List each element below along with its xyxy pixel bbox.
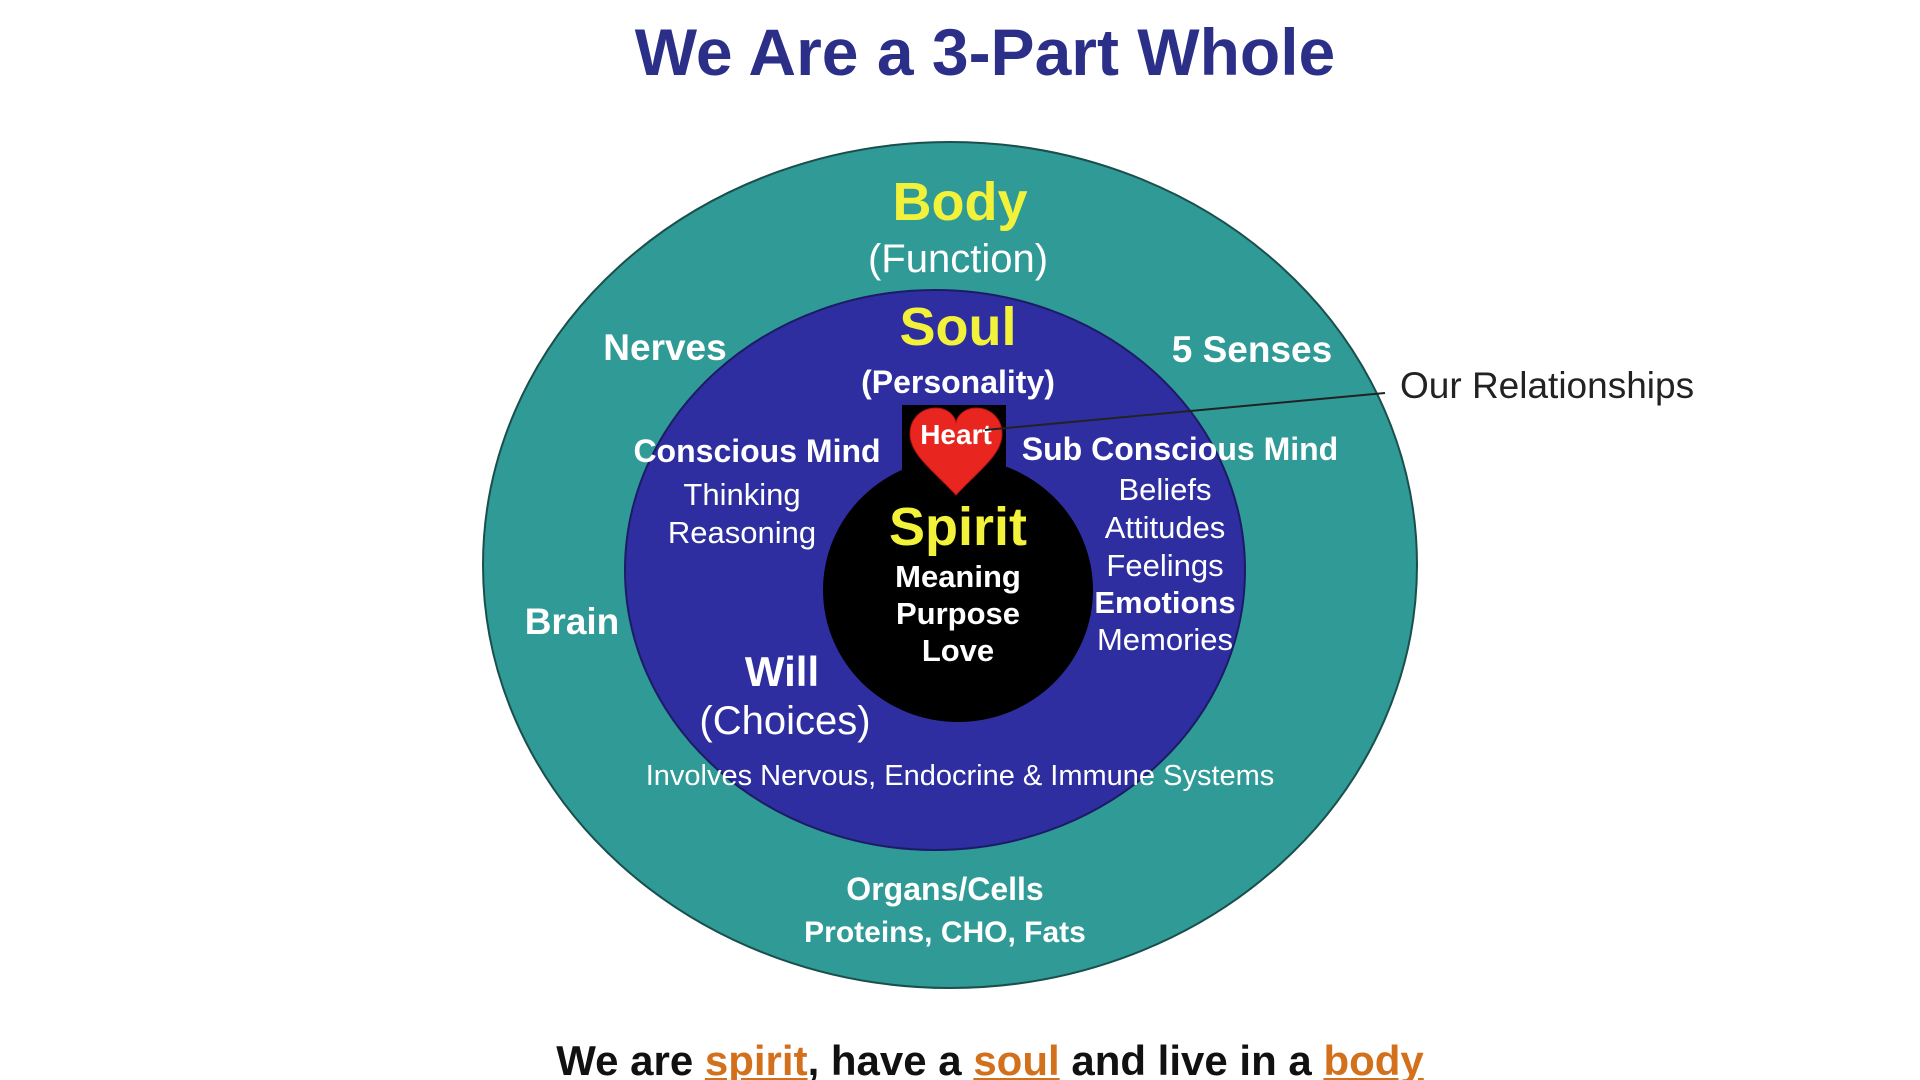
soul-subheading: (Personality) (861, 364, 1055, 400)
footer-text-part: and live in a (1060, 1037, 1324, 1080)
subconscious-mind-item: Memories (1097, 622, 1233, 657)
conscious-mind-heading: Conscious Mind (633, 433, 880, 469)
spirit-link[interactable]: spirit (705, 1037, 808, 1080)
footer-text-part: , have a (808, 1037, 974, 1080)
body-link[interactable]: body (1323, 1037, 1424, 1080)
footer-tagline: We are spirit, have a soul and live in a… (556, 1037, 1424, 1080)
subconscious-mind-item: Feelings (1106, 548, 1223, 583)
body-senses-label: 5 Senses (1172, 329, 1332, 370)
footer-text-part: We are (556, 1037, 705, 1080)
conscious-mind-item: Reasoning (668, 515, 816, 550)
subconscious-mind-item: Emotions (1094, 585, 1235, 620)
body-nerves-label: Nerves (603, 327, 726, 368)
spirit-item: Meaning (895, 559, 1021, 594)
body-nutrients-label: Proteins, CHO, Fats (804, 916, 1086, 949)
systems-label: Involves Nervous, Endocrine & Immune Sys… (646, 760, 1275, 792)
relationship-label: Our Relationships (1400, 365, 1694, 406)
body-heading: Body (893, 172, 1028, 232)
conscious-mind-item: Thinking (683, 477, 800, 512)
will-heading: Will (745, 648, 819, 695)
spirit-item: Love (922, 633, 994, 668)
soul-link[interactable]: soul (973, 1037, 1059, 1080)
relationship-connector-line (984, 392, 1386, 431)
body-organs-label: Organs/Cells (846, 871, 1043, 907)
subconscious-mind-heading: Sub Conscious Mind (1022, 431, 1338, 467)
will-subheading: (Choices) (699, 699, 870, 743)
soul-heading: Soul (900, 297, 1017, 357)
spirit-heading: Spirit (889, 497, 1027, 557)
page-title: We Are a 3-Part Whole (635, 15, 1336, 89)
body-subheading: (Function) (868, 237, 1048, 281)
heart-icon (909, 407, 1003, 496)
spirit-item: Purpose (896, 596, 1020, 631)
heart-label: Heart (920, 419, 992, 450)
body-brain-label: Brain (525, 601, 620, 642)
spirit-core (823, 458, 1093, 722)
subconscious-mind-item: Attitudes (1105, 510, 1226, 545)
subconscious-mind-item: Beliefs (1118, 472, 1211, 507)
